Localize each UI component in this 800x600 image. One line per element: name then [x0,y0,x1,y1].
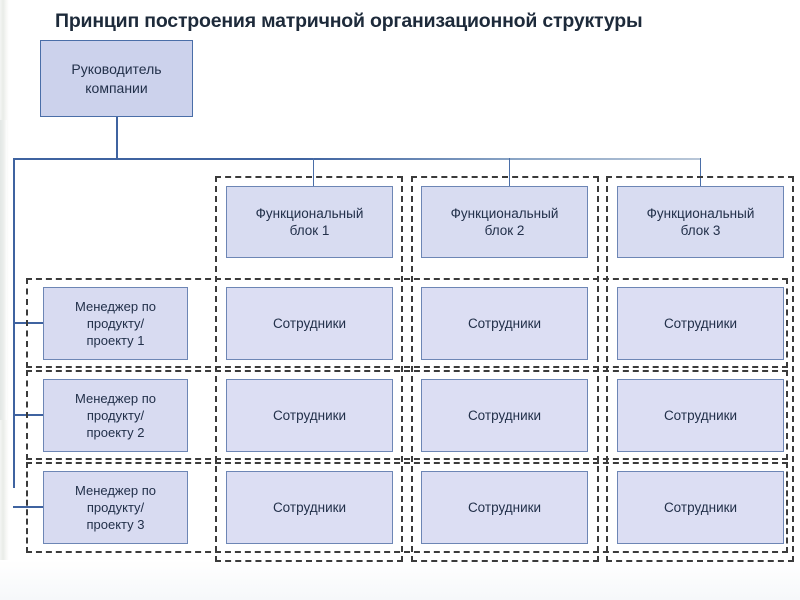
connector-main-trunk-left [13,158,303,160]
group-column-functional-1 [215,176,403,562]
node-functional-block-3-line2: блок 3 [680,223,721,238]
node-company-head-text: Руководитель компании [71,60,161,98]
node-staff-r2c1[interactable]: Сотрудники [226,379,393,452]
node-staff-r1c3[interactable]: Сотрудники [617,287,784,360]
node-manager-1[interactable]: Менеджер по продукту/ проекту 1 [43,287,188,360]
slide-edge-shadow [0,120,7,420]
node-manager-3-line1: Менеджер по [75,483,156,498]
node-functional-block-1[interactable]: Функциональный блок 1 [226,186,393,258]
node-functional-block-2-text: Функциональный блок 2 [451,205,559,239]
node-staff-r2c2[interactable]: Сотрудники [421,379,588,452]
node-functional-block-1-text: Функциональный блок 1 [256,205,364,239]
node-functional-block-3-line1: Функциональный [646,206,755,221]
node-functional-block-1-line1: Функциональный [255,206,364,221]
node-manager-2-line3: проекту 2 [86,425,145,440]
group-row-project-1 [26,278,788,368]
diagram-title: Принцип построения матричной организацио… [55,10,643,32]
connector-drop-func-3 [700,158,701,186]
node-staff-r1c2[interactable]: Сотрудники [421,287,588,360]
node-functional-block-2-line2: блок 2 [484,223,525,238]
connector-branch-manager-2 [13,414,43,416]
connector-drop-func-1 [313,158,314,186]
connector-branch-manager-1 [13,322,43,324]
group-row-project-2 [26,370,788,460]
group-column-functional-2 [411,176,599,562]
node-functional-block-3[interactable]: Функциональный блок 3 [617,186,784,258]
node-company-head-line1: Руководитель [71,60,162,77]
node-manager-2-line2: продукту/ [86,408,145,423]
node-staff-r3c1[interactable]: Сотрудники [226,471,393,544]
node-staff-r3c2[interactable]: Сотрудники [421,471,588,544]
node-company-head-line2: компании [85,79,148,96]
node-manager-1-line3: проекту 1 [86,333,145,348]
node-manager-3-text: Менеджер по продукту/ проекту 3 [75,482,156,533]
node-staff-r1c1[interactable]: Сотрудники [226,287,393,360]
node-functional-block-1-line2: блок 1 [289,223,330,238]
node-manager-1-text: Менеджер по продукту/ проекту 1 [75,298,156,349]
connector-main-trunk-right [303,158,701,160]
node-manager-3-line3: проекту 3 [86,517,145,532]
group-row-project-3 [26,462,788,553]
connector-drop-func-2 [509,158,510,186]
node-manager-1-line2: продукту/ [86,316,145,331]
node-manager-3-line2: продукту/ [86,500,145,515]
node-manager-2[interactable]: Менеджер по продукту/ проекту 2 [43,379,188,452]
node-staff-r3c3[interactable]: Сотрудники [617,471,784,544]
node-company-head[interactable]: Руководитель компании [40,40,193,117]
node-functional-block-2[interactable]: Функциональный блок 2 [421,186,588,258]
connector-branch-manager-3 [13,506,43,508]
node-staff-r2c3[interactable]: Сотрудники [617,379,784,452]
node-manager-1-line1: Менеджер по [75,299,156,314]
connector-boss-stem [116,117,118,159]
node-functional-block-3-text: Функциональный блок 3 [647,205,755,239]
node-functional-block-2-line1: Функциональный [450,206,559,221]
node-manager-2-text: Менеджер по продукту/ проекту 2 [75,390,156,441]
group-column-functional-3 [606,176,794,562]
slide-bottom-wash [0,560,800,600]
node-manager-3[interactable]: Менеджер по продукту/ проекту 3 [43,471,188,544]
node-manager-2-line1: Менеджер по [75,391,156,406]
